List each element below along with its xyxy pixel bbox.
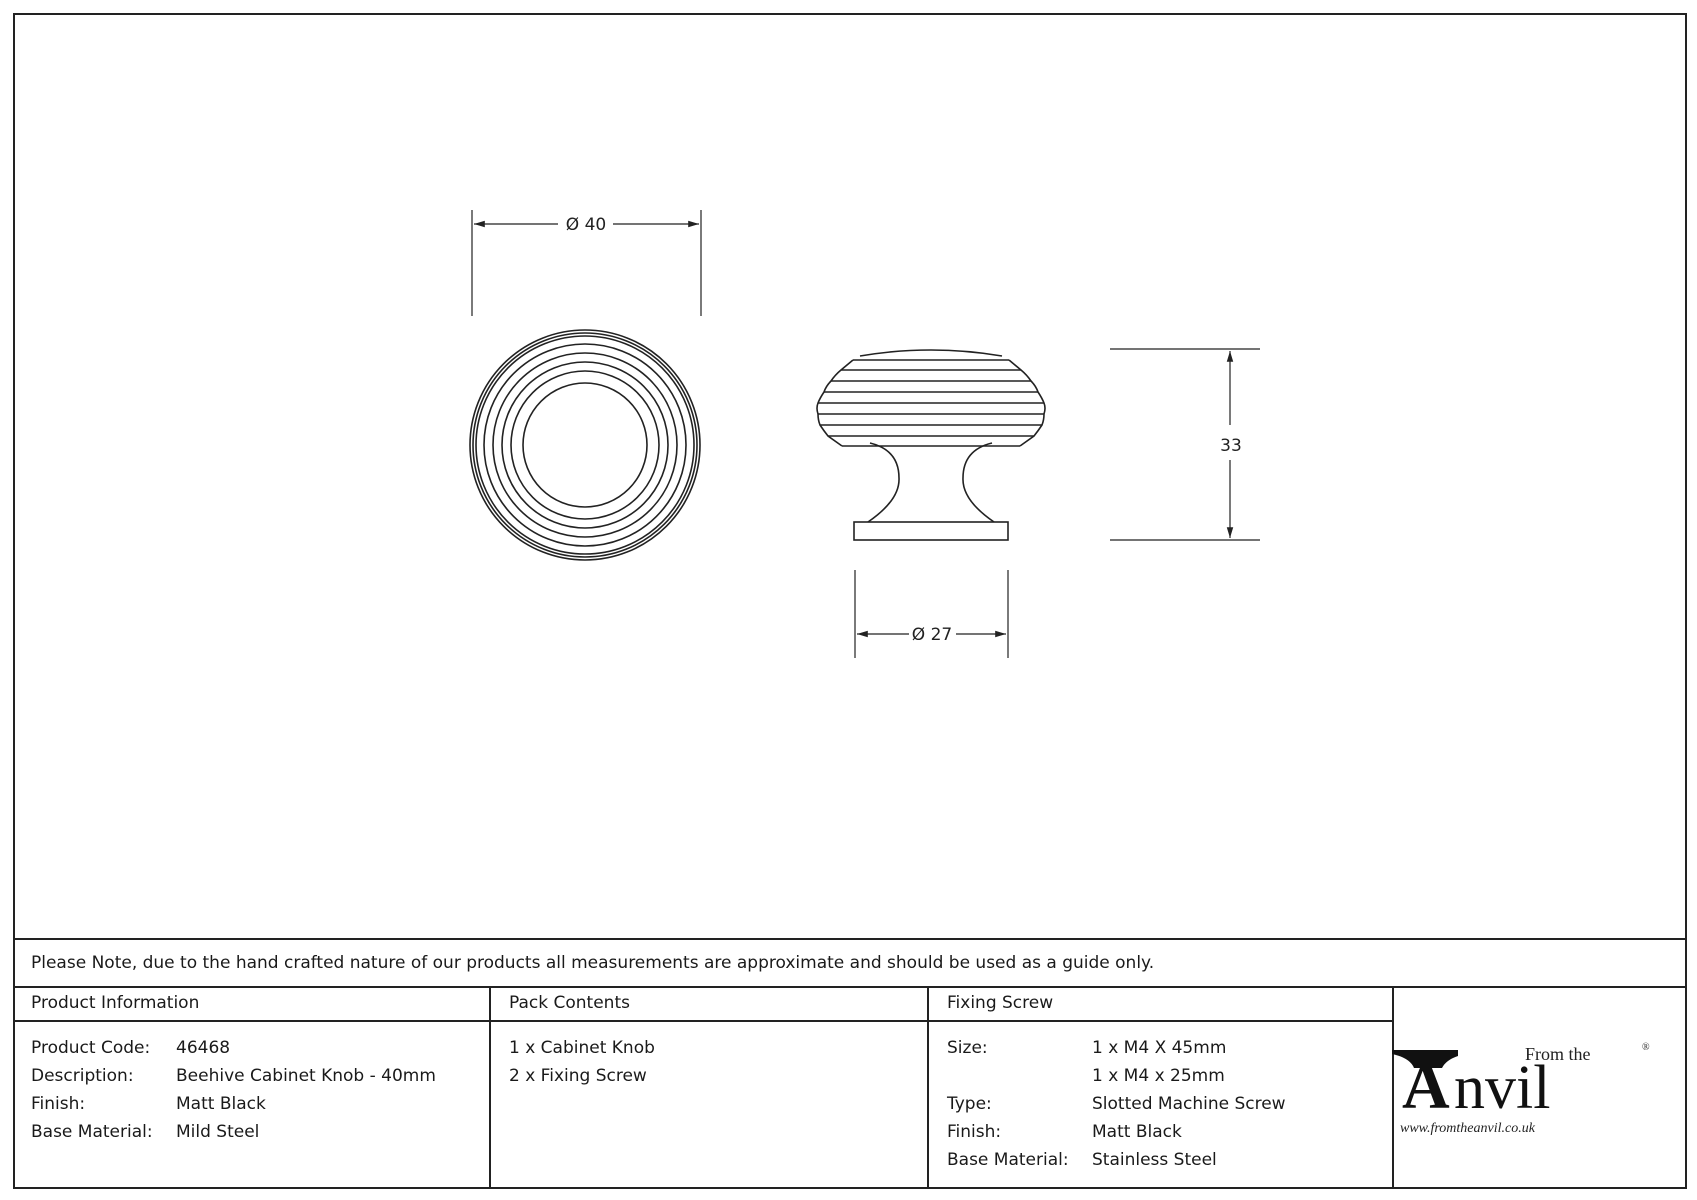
table-row: 1 x M4 x 25mm [947,1062,1394,1090]
logo-top-text: From the [1525,1044,1591,1064]
row-label: Finish: [31,1094,86,1114]
pack-contents-body: 1 x Cabinet Knob 2 x Fixing Screw [491,1022,928,1090]
drawing-sheet-border [13,13,1687,1189]
column-divider [927,986,929,1189]
row-label: Description: [31,1066,134,1086]
row-label: Size: [947,1038,988,1058]
table-row: Type: Slotted Machine Screw [947,1090,1394,1118]
row-value: Mild Steel [176,1122,260,1142]
logo-url: www.fromtheanvil.co.uk [1400,1121,1536,1136]
list-item: 2 x Fixing Screw [509,1066,647,1086]
table-row: Finish: Matt Black [31,1090,491,1118]
row-label [947,1062,1092,1090]
height-label: 33 [1220,436,1242,456]
table-row: 2 x Fixing Screw [509,1062,928,1090]
side-view [816,349,1046,541]
table-row: Product Code: 46468 [31,1034,491,1062]
row-value: Beehive Cabinet Knob - 40mm [176,1066,436,1086]
row-value: 1 x M4 X 45mm [1092,1038,1227,1058]
row-value: Slotted Machine Screw [1092,1094,1286,1114]
row-value: 46468 [176,1038,231,1058]
fixing-screw-column: Fixing Screw Size: 1 x M4 X 45mm 1 x M4 x … [929,986,1394,1189]
table-row: Base Material: Mild Steel [31,1118,491,1146]
logo-registered: ® [1642,1042,1650,1053]
base-diameter-label: Ø 27 [912,625,952,645]
base-diameter-dimension [854,570,1009,658]
table-row: Size: 1 x M4 X 45mm [947,1034,1394,1062]
logo-main-text: nvil [1454,1054,1550,1122]
height-dimension [1110,348,1260,541]
fixing-screw-heading: Fixing Screw [929,986,1394,1022]
table-row: 1 x Cabinet Knob [509,1034,928,1062]
anvil-icon [1392,1050,1458,1068]
product-information-heading: Product Information [13,986,491,1022]
row-value: Stainless Steel [1092,1150,1217,1170]
row-value: 1 x M4 x 25mm [1092,1066,1225,1086]
pack-contents-column: Pack Contents 1 x Cabinet Knob 2 x Fixing… [491,986,928,1189]
row-label: Base Material: [947,1150,1069,1170]
row-value: Matt Black [1092,1122,1182,1142]
row-label: Base Material: [31,1122,153,1142]
column-divider [1392,986,1394,1189]
row-label: Finish: [947,1122,1002,1142]
from-the-anvil-logo: From the ® A nvil www.fromtheanvil.co.uk [1392,1042,1650,1136]
table-row: Finish: Matt Black [947,1118,1394,1146]
top-view [469,329,701,561]
technical-drawing: Ø 40 33 Ø 27 [469,210,1260,658]
top-diameter-dimension [471,210,702,316]
top-diameter-label: Ø 40 [566,215,606,235]
row-label: Type: [947,1094,992,1114]
row-value: Matt Black [176,1094,266,1114]
pack-contents-heading: Pack Contents [491,986,928,1022]
measurement-note: Please Note, due to the hand crafted nat… [13,938,1687,988]
list-item: 1 x Cabinet Knob [509,1038,655,1058]
column-divider [489,986,491,1189]
table-row: Base Material: Stainless Steel [947,1146,1394,1174]
row-label: Product Code: [31,1038,151,1058]
table-row: Description: Beehive Cabinet Knob - 40mm [31,1062,491,1090]
